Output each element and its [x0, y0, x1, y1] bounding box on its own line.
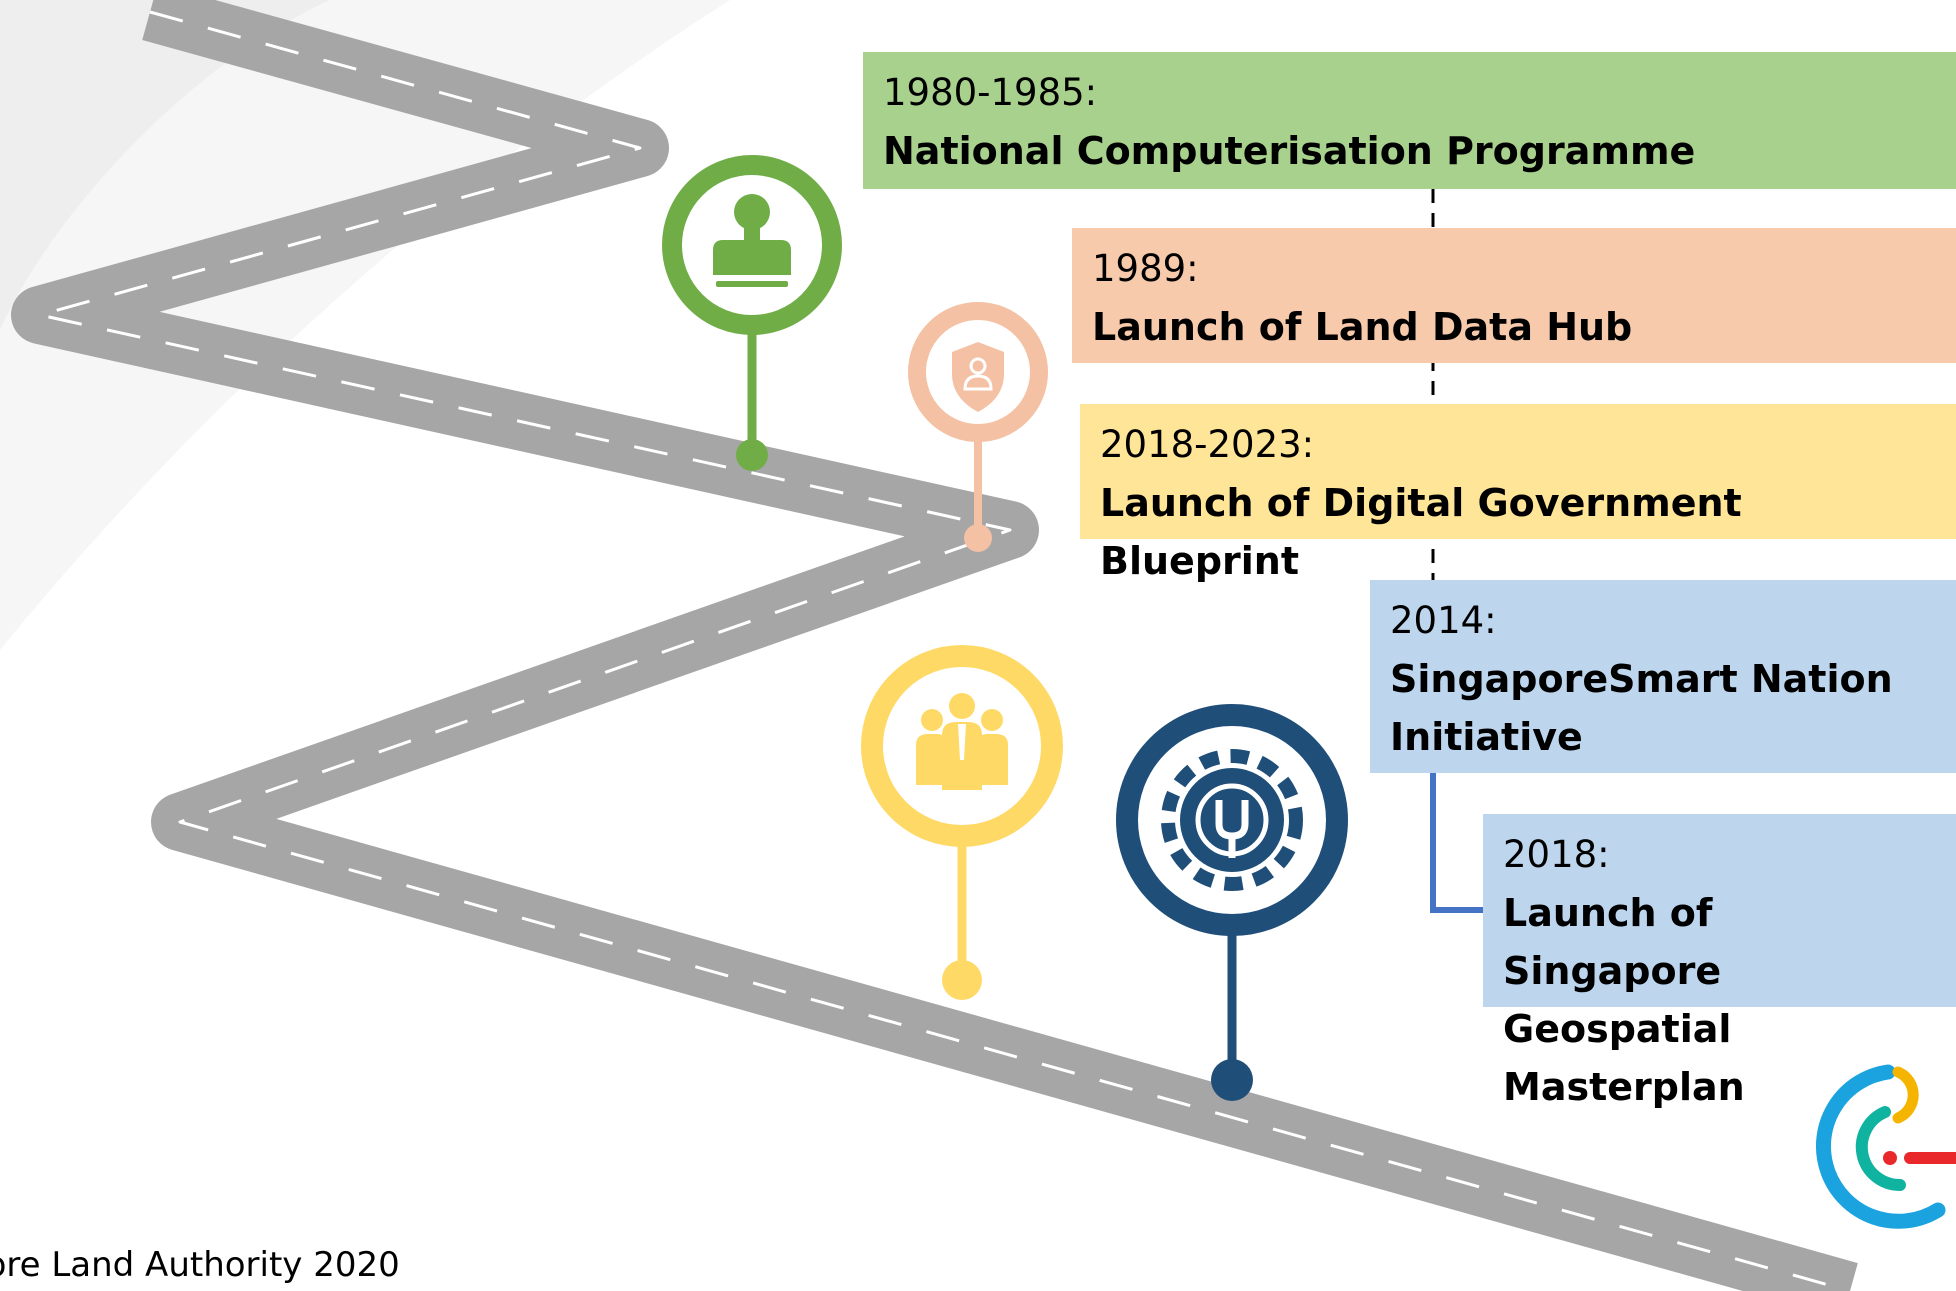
shield-person-icon [952, 342, 1004, 412]
milestone-card-3: 2018-2023: Launch of Digital Government … [1080, 404, 1956, 583]
milestone-title: National Computerisation Programme [883, 129, 1696, 173]
milestone-year: 2014: [1390, 599, 1497, 642]
milestone-pin-4 [1116, 704, 1348, 1101]
milestone-title: Launch of Digital Government Blueprint [1100, 481, 1742, 583]
milestone-year: 1989: [1092, 247, 1199, 290]
milestone-title: Launch of Land Data Hub [1092, 305, 1633, 349]
milestone-card-4: 2014: SingaporeSmart Nation Initiative [1370, 580, 1956, 773]
background-sweep [0, 0, 330, 330]
milestone-pin-1 [662, 155, 842, 471]
stamp-icon [713, 194, 791, 287]
milestone-card-5: 2018: Launch of Singapore Geospatial Mas… [1483, 814, 1956, 1109]
team-icon [916, 693, 1008, 790]
milestone-year: 2018-2023: [1100, 423, 1315, 466]
gear-wrench-icon [1161, 749, 1303, 891]
road-center-line [38, 10, 1851, 1291]
milestone-title: SingaporeSmart Nation Initiative [1390, 657, 1893, 759]
milestone-year: 2018: [1503, 833, 1610, 876]
road [11, 0, 1858, 1291]
copyright-credit: pore Land Authority 2020 [0, 1245, 400, 1285]
timeline-connector-blue [1430, 773, 1483, 913]
milestone-title: Launch of Singapore Geospatial Masterpla… [1503, 891, 1745, 1109]
organisation-logo [1815, 1064, 1956, 1229]
milestone-card-2: 1989: Launch of Land Data Hub [1072, 228, 1956, 363]
milestone-year: 1980-1985: [883, 71, 1098, 114]
milestone-pin-2 [908, 302, 1048, 552]
milestone-card-1: 1980-1985: National Computerisation Prog… [863, 52, 1956, 189]
background-sweep [0, 0, 730, 650]
milestone-pin-3 [861, 645, 1063, 1000]
